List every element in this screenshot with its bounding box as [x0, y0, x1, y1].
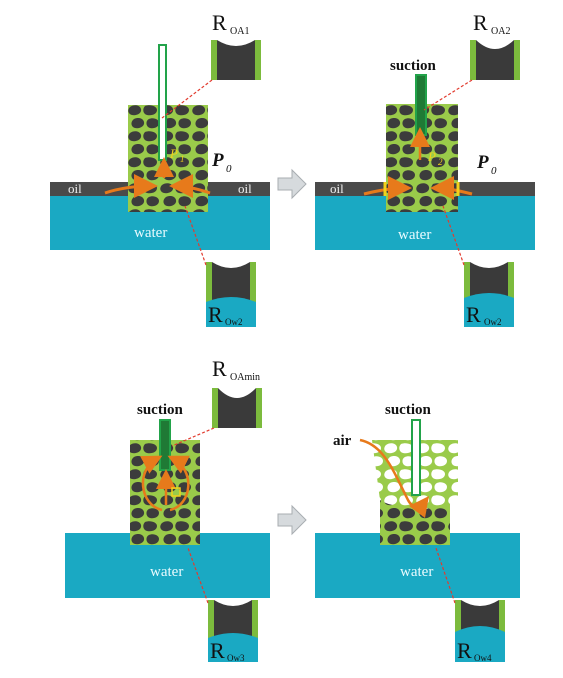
- resistance-inset-bottom: [187, 547, 258, 662]
- panel-top-left: oil oil water P 1 P 0 R OA1: [50, 10, 270, 327]
- svg-text:0: 0: [491, 165, 497, 177]
- tube: [411, 419, 421, 496]
- air-arrow: [359, 438, 430, 518]
- water-label: water: [400, 564, 433, 580]
- svg-text:Ow2: Ow2: [484, 317, 502, 327]
- suction-label: suction: [137, 402, 184, 418]
- flow-arrow-left: [140, 455, 163, 512]
- air-label: air: [333, 433, 352, 449]
- svg-text:P: P: [476, 152, 489, 173]
- svg-text:1: 1: [180, 154, 185, 164]
- resistance-inset-bottom: [435, 547, 505, 662]
- svg-text:OAmin: OAmin: [230, 372, 260, 383]
- svg-text:R: R: [212, 356, 227, 381]
- resistance-inset-bottom: [442, 205, 514, 327]
- oil-label-right: oil: [238, 181, 252, 196]
- water-label: water: [398, 227, 431, 243]
- tube: [159, 419, 171, 471]
- resistance-label-top: R OAmin: [212, 356, 260, 383]
- oil-label-left: oil: [68, 181, 82, 196]
- svg-text:0: 0: [226, 163, 232, 175]
- resistance-label-top: R OA1: [212, 10, 249, 37]
- foam-block: [128, 105, 208, 212]
- svg-text:R: R: [210, 638, 225, 663]
- svg-text:2: 2: [438, 157, 443, 167]
- svg-text:R: R: [212, 10, 227, 35]
- svg-text:OA1: OA1: [230, 26, 249, 37]
- flow-arrow-left: [104, 174, 158, 199]
- flow-arrow-right: [169, 174, 211, 199]
- resistance-label-bottom: R Ow4: [457, 638, 492, 663]
- resistance-inset-top: [171, 388, 262, 447]
- panel-bottom-left: suction water R OAmin R Ow3: [65, 356, 270, 663]
- resistance-inset-bottom: [184, 205, 256, 327]
- resistance-inset-top: [423, 40, 520, 111]
- arrow-right-icon: [277, 504, 307, 536]
- svg-text:R: R: [473, 10, 488, 35]
- water-label: water: [150, 564, 183, 580]
- pressure-p1-label: P 1: [169, 146, 185, 164]
- resistance-inset-top: [161, 40, 261, 119]
- svg-text:OA2: OA2: [491, 26, 510, 37]
- pressure-p0-label: P 0: [476, 152, 497, 177]
- svg-text:Ow3: Ow3: [227, 653, 245, 663]
- svg-text:R: R: [208, 302, 223, 327]
- svg-text:R: R: [466, 302, 481, 327]
- pressure-p0-label: P 0: [211, 150, 232, 175]
- oil-label-left: oil: [330, 181, 344, 196]
- svg-text:Ow4: Ow4: [474, 653, 492, 663]
- svg-text:P: P: [211, 150, 224, 171]
- resistance-label-bottom: R Ow3: [210, 638, 245, 663]
- svg-text:P: P: [427, 149, 436, 164]
- resistance-label-bottom: R Ow2: [208, 302, 243, 327]
- tube: [158, 44, 167, 161]
- flow-arrow-right: [430, 176, 473, 201]
- pressure-marker: [171, 487, 181, 497]
- resistance-label-bottom: R Ow2: [466, 302, 502, 327]
- svg-text:R: R: [457, 638, 472, 663]
- panel-bottom-right: suction air water R Ow4: [315, 402, 520, 663]
- pressure-p2-label: P 2: [427, 149, 443, 167]
- panel-top-right: suction oil water P 2 P 0 R OA2: [315, 10, 535, 327]
- suction-label: suction: [385, 402, 432, 418]
- tube: [415, 74, 427, 136]
- resistance-label-top: R OA2: [473, 10, 510, 37]
- svg-text:Ow2: Ow2: [225, 317, 243, 327]
- suction-label: suction: [390, 58, 437, 74]
- water-label: water: [134, 225, 167, 241]
- svg-text:P: P: [169, 146, 178, 161]
- flow-arrow-right: [167, 455, 190, 512]
- arrow-right-icon: [277, 168, 307, 200]
